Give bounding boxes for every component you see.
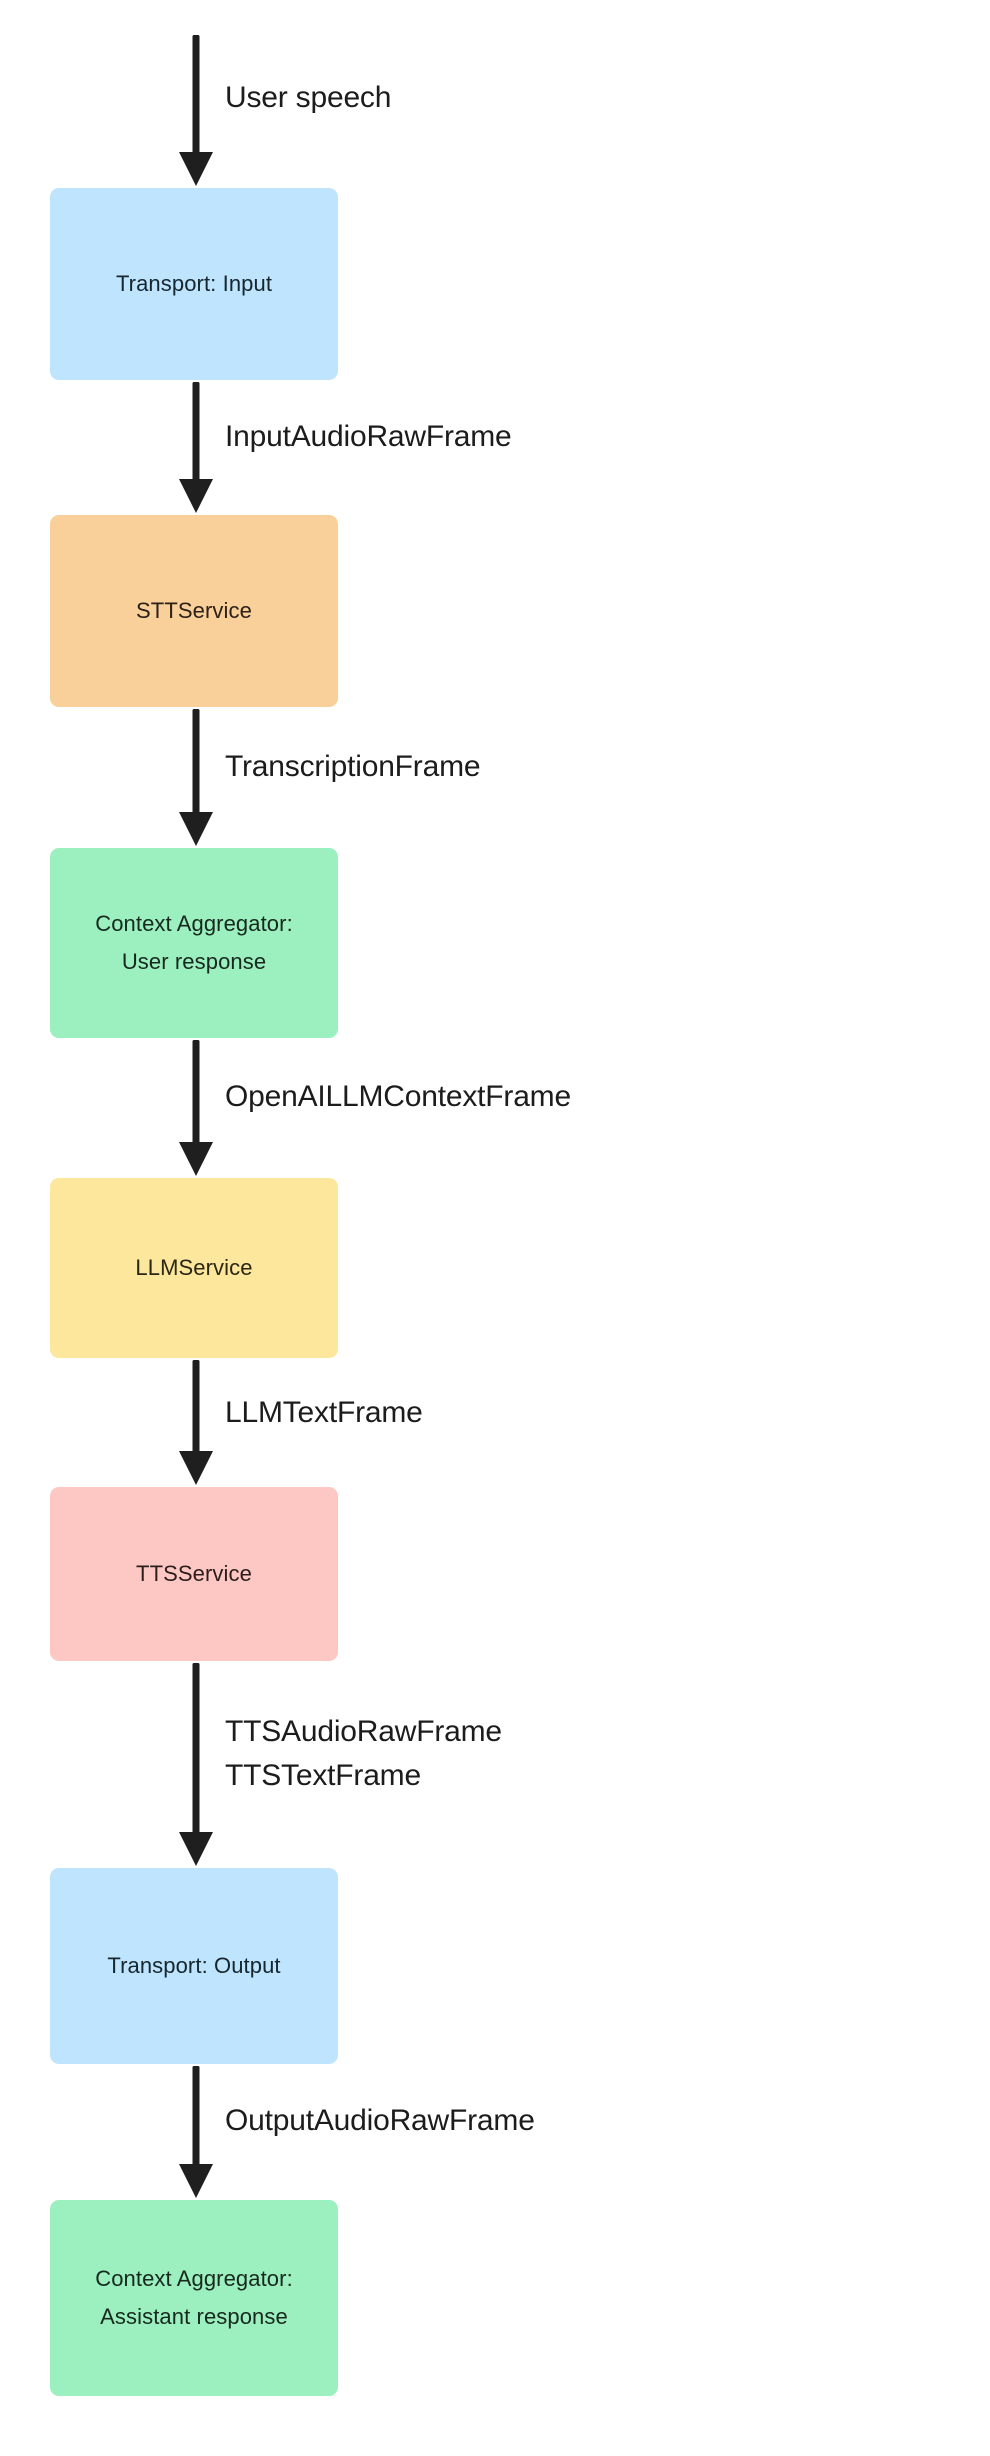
node-label: User response (121, 949, 267, 974)
node-label: Transport: Input (115, 271, 273, 296)
node-label: LLMService (135, 1255, 253, 1280)
edge-arrow (179, 35, 213, 186)
edge-label: TranscriptionFrame (225, 745, 481, 789)
edge-arrow (179, 709, 213, 846)
edge-label: OpenAILLMContextFrame (225, 1075, 571, 1119)
edge-arrow (179, 1040, 213, 1176)
edge-label-line: User speech (225, 81, 392, 115)
edge-label-line: TTSTextFrame (225, 1759, 421, 1793)
edge-arrow (179, 1663, 213, 1866)
node-context-aggregator-assistant[interactable]: Context Aggregator: Assistant response (50, 2200, 338, 2396)
node-llm-service[interactable]: LLMService (50, 1178, 338, 1358)
node-label: Context Aggregator: (95, 2266, 293, 2291)
edge-label-line: InputAudioRawFrame (225, 420, 512, 454)
edge-label: InputAudioRawFrame (225, 415, 512, 459)
node-tts-service[interactable]: TTSService (50, 1487, 338, 1661)
node-label: Context Aggregator: (95, 911, 293, 936)
node-label: STTService (136, 598, 252, 623)
edge-arrow (179, 382, 213, 513)
node-label: TTSService (136, 1561, 252, 1586)
edge-label-line: OpenAILLMContextFrame (225, 1080, 571, 1114)
edge-label-line: TTSAudioRawFrame (225, 1715, 502, 1749)
edge-label: User speech (225, 76, 391, 120)
edge-label-line: OutputAudioRawFrame (225, 2104, 535, 2138)
node-stt-service[interactable]: STTService (50, 515, 338, 707)
node-transport-output[interactable]: Transport: Output (50, 1868, 338, 2064)
node-label: Assistant response (100, 2304, 288, 2329)
edge-label-line: TranscriptionFrame (225, 749, 481, 783)
node-label: Transport: Output (107, 1953, 281, 1978)
edge-label-line: LLMTextFrame (225, 1395, 423, 1429)
edge-arrow (179, 2066, 213, 2198)
edge-arrow (179, 1360, 213, 1485)
edge-label: LLMTextFrame (225, 1391, 423, 1435)
node-transport-input[interactable]: Transport: Input (50, 188, 338, 380)
node-context-aggregator-user[interactable]: Context Aggregator: User response (50, 848, 338, 1038)
edge-label: OutputAudioRawFrame (225, 2099, 535, 2143)
